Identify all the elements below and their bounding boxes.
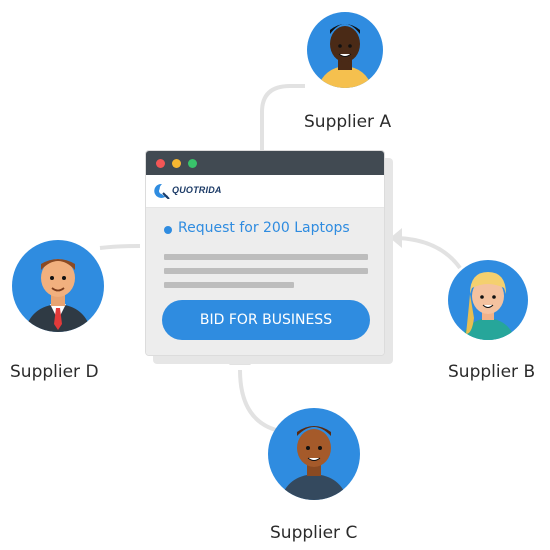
- request-content: Request for 200 Laptops BID FOR BUSINESS: [146, 208, 384, 355]
- request-window: QUOTRIDA Request for 200 Laptops BID FOR…: [145, 150, 393, 364]
- supplier-b-label: Supplier B: [448, 362, 536, 382]
- supplier-d-avatar: [12, 240, 104, 332]
- supplier-c-label: Supplier C: [270, 523, 358, 543]
- maximize-dot-icon: [188, 159, 197, 168]
- connector-supplier-d: [99, 244, 141, 250]
- bid-for-business-button[interactable]: BID FOR BUSINESS: [162, 300, 370, 340]
- placeholder-line: [164, 254, 368, 260]
- supplier-c-avatar: [268, 408, 360, 500]
- close-dot-icon: [156, 159, 165, 168]
- connector-supplier-b: [397, 236, 462, 270]
- placeholder-line: [164, 282, 294, 288]
- request-title: Request for 200 Laptops: [178, 220, 350, 236]
- brand-name: QUOTRIDA: [172, 185, 222, 195]
- quotrida-logo-icon: [154, 183, 170, 199]
- window-titlebar: [146, 151, 384, 175]
- connector-supplier-a: [260, 84, 305, 150]
- placeholder-line: [164, 268, 368, 274]
- supplier-d-label: Supplier D: [10, 362, 99, 382]
- window-body: QUOTRIDA Request for 200 Laptops BID FOR…: [145, 150, 385, 356]
- brand-bar: QUOTRIDA: [146, 175, 384, 208]
- arrowhead-right: [390, 228, 402, 248]
- bullet-icon: [164, 226, 172, 234]
- minimize-dot-icon: [172, 159, 181, 168]
- supplier-a-avatar: [307, 12, 383, 88]
- supplier-a-label: Supplier A: [304, 112, 392, 132]
- supplier-b-avatar: [448, 260, 528, 340]
